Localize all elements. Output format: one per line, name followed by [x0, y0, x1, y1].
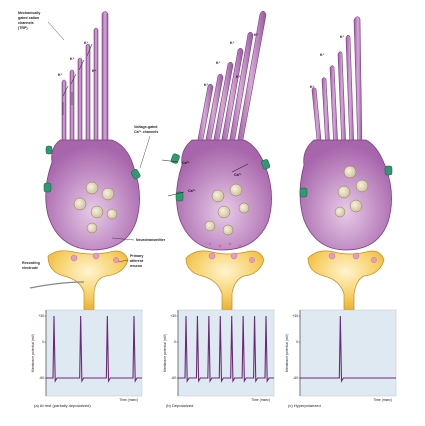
ion-k: K⁺	[340, 35, 345, 39]
recording-electrode	[29, 281, 85, 289]
label-neurotransmitter: Neurotransmitter	[111, 237, 166, 242]
ion-k: K⁺	[310, 85, 315, 89]
ion-k: K⁺	[70, 57, 75, 61]
stereocilia-a	[61, 11, 109, 151]
ion-k: K⁺	[236, 75, 241, 79]
vesicles-b	[204, 183, 250, 236]
y-tick-label: 0	[42, 340, 44, 344]
y-tick-label: -60	[171, 376, 176, 380]
ca-channel-a3	[45, 145, 53, 155]
graph-panel-1: +30 0 -60 Membrane potential (mV) Time (msec…	[31, 309, 143, 408]
panel-caption: (b) Depolarized	[166, 403, 193, 408]
cell-body-a	[45, 139, 140, 251]
vesicles-c	[334, 165, 369, 218]
ion-k: K⁺	[92, 69, 97, 73]
label-line: Mechanically	[18, 11, 40, 15]
hair-cell-b	[170, 10, 272, 311]
label-recording-electrode: Recording electrode	[22, 261, 40, 270]
ion-k: K⁺	[84, 41, 89, 45]
membrane-potential-graphs: +30 0 -60 Membrane potential (mV) Time (msec…	[31, 309, 397, 408]
synaptic-boutons	[70, 252, 377, 263]
label-line: channels	[18, 21, 34, 25]
ca-channel-a2	[43, 182, 52, 193]
label-line: Recording	[22, 261, 40, 265]
vesicles-a	[73, 181, 118, 234]
afferent-terminal-c	[307, 250, 385, 311]
stereocilia-c	[311, 16, 363, 151]
panel-caption: (a) At rest (partially depolarized)	[34, 403, 91, 408]
ion-k: K⁺	[204, 83, 209, 87]
label-primary-afferent: Primary afferent neuron	[117, 254, 144, 268]
afferent-terminal-b	[185, 250, 265, 311]
ion-k: K⁺	[216, 61, 221, 65]
ion-k: K⁺	[254, 33, 259, 37]
x-axis-label: Time (msec)	[119, 398, 138, 402]
y-tick-label: +30	[170, 314, 176, 318]
afferent-terminal-a	[47, 250, 129, 311]
membrane-trace	[46, 315, 142, 383]
ca-ion-labels: Ca²⁺ Ca²⁺ Ca²⁺	[161, 159, 249, 197]
panel-caption: (c) Hyperpolarized	[288, 403, 321, 408]
y-tick-label: +30	[38, 314, 44, 318]
label-line: electrode	[22, 266, 38, 270]
ca-channel-b3	[175, 191, 184, 202]
label-line: Voltage-gated	[134, 125, 158, 129]
hair-cell-a	[29, 11, 141, 311]
membrane-trace	[300, 315, 396, 383]
y-axis-label: Membrane potential (mV)	[285, 334, 289, 372]
ca-channel-b2	[261, 159, 271, 170]
graph-background	[177, 309, 275, 397]
label-line: Neurotransmitter	[136, 238, 166, 242]
x-axis-label: Time (msec)	[251, 398, 270, 402]
y-tick-label: +30	[292, 314, 298, 318]
ion-k: K⁺	[58, 73, 63, 77]
label-line: Ca²⁺ channels	[134, 130, 158, 134]
label-voltage-channels: Voltage-gated Ca²⁺ channels	[134, 125, 158, 169]
ion-k: K⁺	[320, 53, 325, 57]
label-line: (TRP)	[18, 26, 28, 30]
ca-channel-c1	[299, 187, 308, 198]
ca-channel-a1	[130, 169, 141, 180]
x-axis-label: Time (msec)	[373, 398, 392, 402]
stereocilia-b	[195, 10, 267, 151]
k-ion-labels: K⁺ K⁺ K⁺ K⁺ K⁺ K⁺ K⁺ K⁺ K⁺ K⁺ K⁺ K⁺	[58, 33, 345, 89]
label-mechanical-channels: Mechanically gated cation channels (TRP)	[16, 8, 65, 41]
label-line: neuron	[130, 264, 142, 268]
ion-k: K⁺	[230, 41, 235, 45]
membrane-trace	[178, 315, 274, 383]
graph-panel-3: +30 0 -60 Membrane potential (mV) Time (msec…	[285, 309, 397, 408]
label-line: Primary	[130, 254, 143, 258]
hair-cell-c	[299, 16, 393, 311]
y-axis-label: Membrane potential (mV)	[31, 334, 35, 372]
label-line: gated cation	[18, 16, 39, 20]
ion-ca: Ca²⁺	[182, 161, 190, 165]
graph-background	[299, 309, 397, 397]
graph-background	[45, 309, 143, 397]
y-tick-label: 0	[174, 340, 176, 344]
ion-ca: Ca²⁺	[234, 173, 242, 177]
y-axis-label: Membrane potential (mV)	[163, 334, 167, 372]
label-line: afferent	[130, 259, 144, 263]
y-tick-label: -60	[293, 376, 298, 380]
ca-channel-c2	[384, 165, 393, 176]
graph-panel-2: +30 0 -60 Membrane potential (mV) Time (msec…	[163, 309, 275, 408]
ca-channel-b1	[170, 153, 180, 164]
released-neurotransmitter-b	[208, 242, 242, 248]
y-tick-label: -60	[39, 376, 44, 380]
y-tick-label: 0	[296, 340, 298, 344]
ion-ca: Ca²⁺	[188, 189, 196, 193]
